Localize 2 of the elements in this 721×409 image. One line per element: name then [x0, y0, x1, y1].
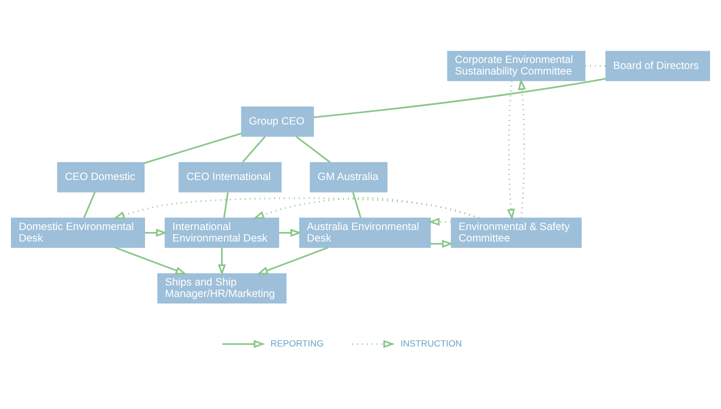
legend-label: INSTRUCTION [400, 338, 462, 348]
legend-label: REPORTING [270, 338, 324, 348]
